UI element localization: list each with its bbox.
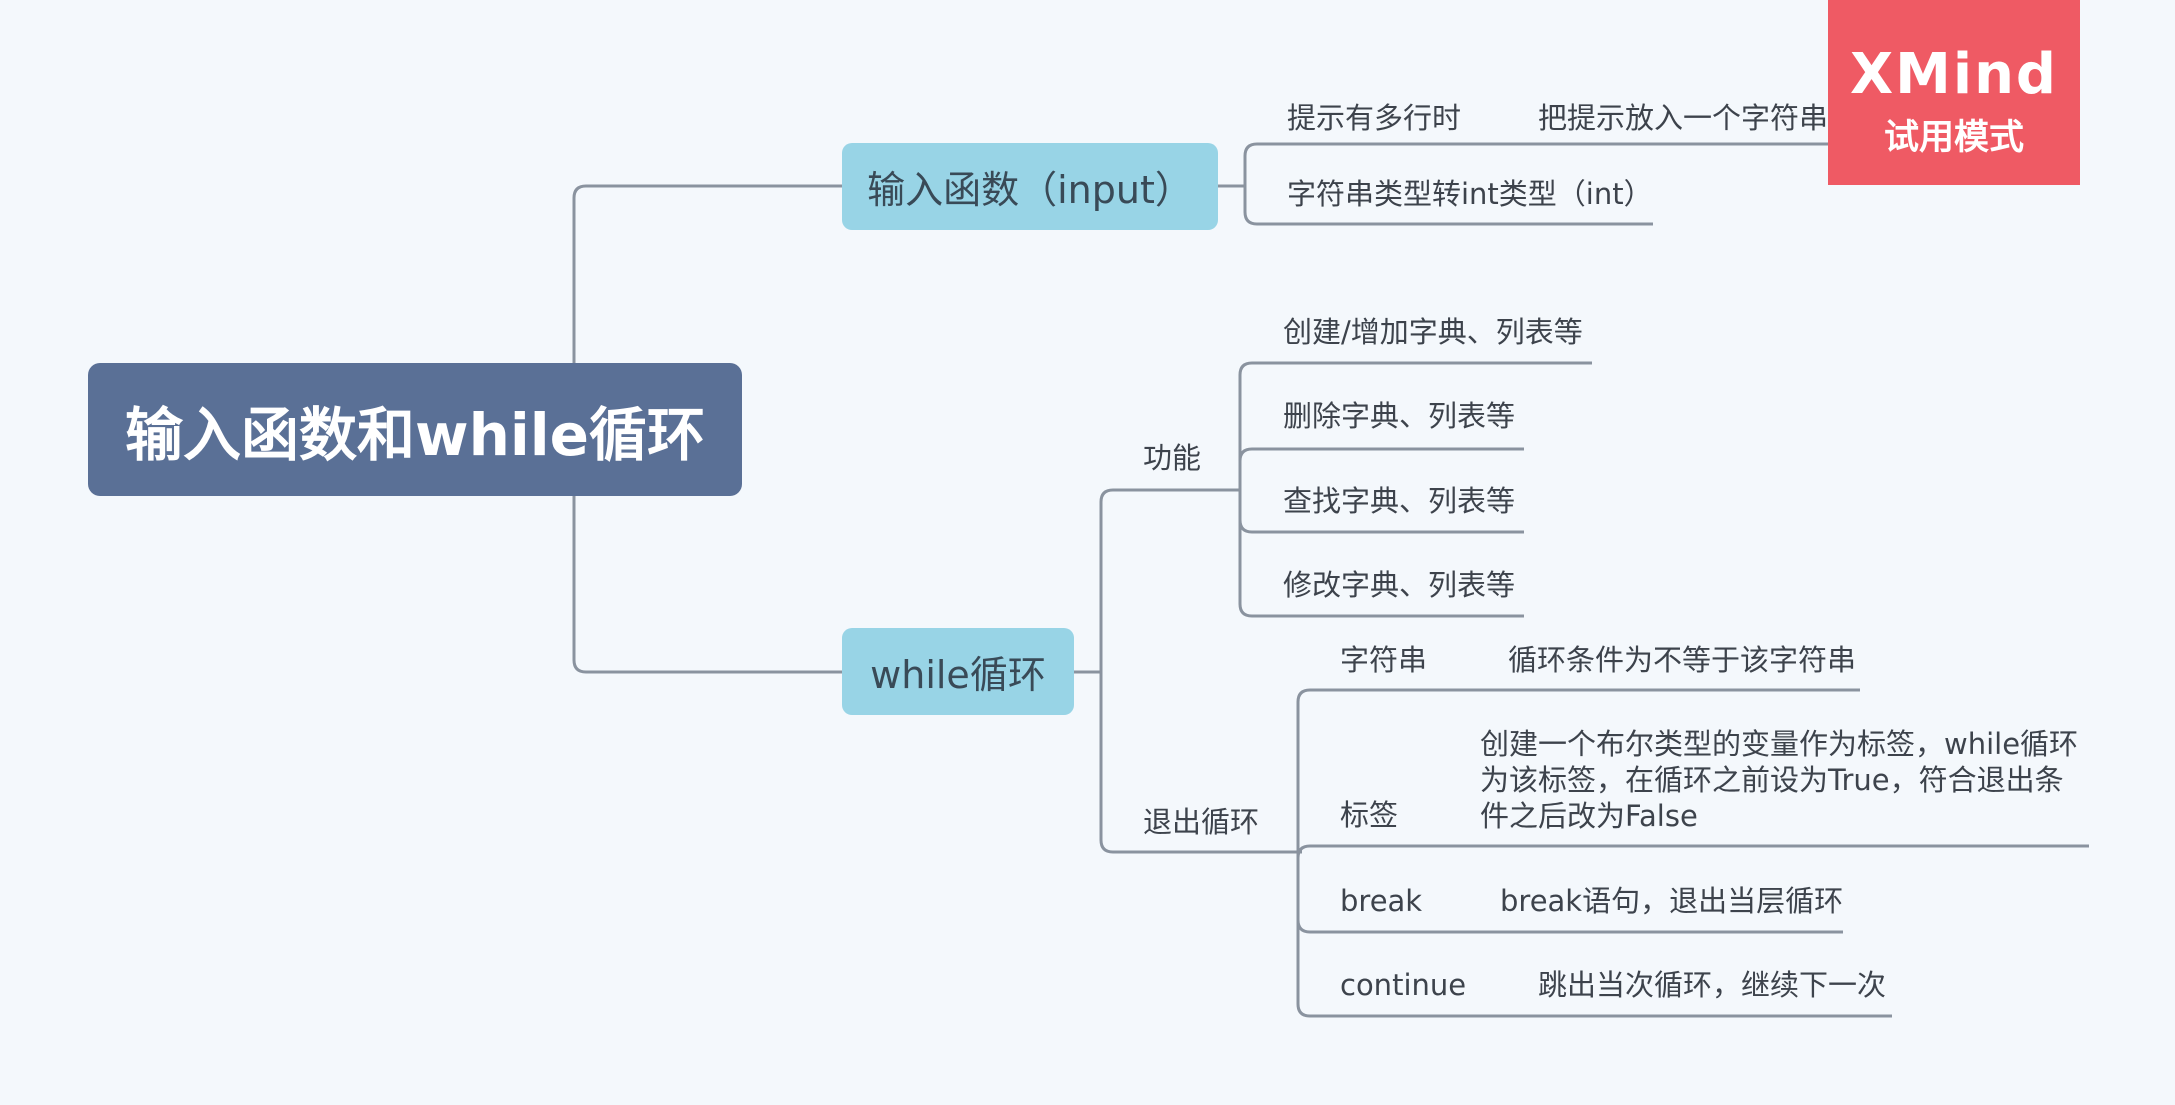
exit-item-continue-detail[interactable]: 跳出当次循环，继续下一次 (1538, 968, 1887, 1002)
function-item-create[interactable]: 创建/增加字典、列表等 (1283, 315, 1583, 349)
exit-item-break[interactable]: break (1340, 884, 1423, 918)
xmind-trial-watermark: XMind 试用模式 (1828, 0, 2080, 185)
exit-item-flag-detail[interactable]: 创建一个布尔类型的变量作为标签，while循环为该标签，在循环之前设为True，… (1480, 727, 2079, 833)
function-item-delete[interactable]: 删除字典、列表等 (1283, 399, 1516, 433)
function-item-modify[interactable]: 修改字典、列表等 (1283, 568, 1516, 602)
watermark-brand: XMind (1849, 42, 2059, 107)
exit-item-string[interactable]: 字符串 (1340, 643, 1428, 677)
function-item-find[interactable]: 查找字典、列表等 (1283, 484, 1516, 518)
connector-root-input (572, 184, 842, 363)
connector-function (1099, 488, 1240, 672)
exit-item-break-detail[interactable]: break语句，退出当层循环 (1500, 884, 1844, 918)
connector-function-2 (1238, 447, 1524, 462)
root-topic[interactable]: 输入函数和while循环 (88, 363, 742, 496)
connector-input-child-2 (1243, 186, 1653, 226)
exit-loop-topic[interactable]: 退出循环 (1143, 805, 1260, 839)
connector-root-while (572, 496, 842, 674)
connector-input-child-1 (1243, 142, 1890, 186)
exit-item-string-detail[interactable]: 循环条件为不等于该字符串 (1508, 643, 1857, 677)
exit-item-flag[interactable]: 标签 (1340, 798, 1399, 832)
main-topic-while[interactable]: while循环 (842, 628, 1074, 715)
watermark-mode: 试用模式 (1883, 118, 2024, 158)
main-topic-input[interactable]: 输入函数（input） (842, 143, 1218, 230)
exit-item-continue[interactable]: continue (1340, 968, 1467, 1002)
connector-exit (1099, 672, 1296, 854)
connector-function-1 (1238, 361, 1592, 490)
function-topic[interactable]: 功能 (1143, 441, 1202, 475)
input-child-multiline-prompt[interactable]: 提示有多行时 (1287, 101, 1462, 135)
connector-exit-1 (1296, 688, 1860, 852)
input-child-int-conversion[interactable]: 字符串类型转int类型（int） (1287, 177, 1653, 211)
connector-exit-2 (1296, 844, 2089, 859)
connector-exit-4 (1296, 852, 1892, 1018)
connector-function-4 (1238, 490, 1524, 618)
